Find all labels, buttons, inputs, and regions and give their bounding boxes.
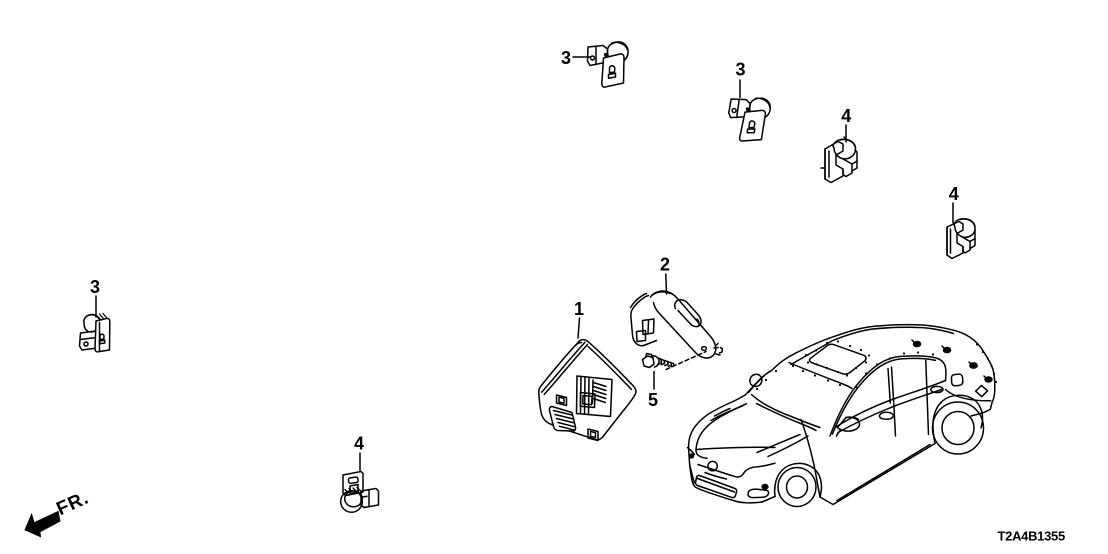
svg-text:FR.: FR. (53, 487, 92, 520)
svg-text:4: 4 (841, 106, 851, 126)
svg-text:4: 4 (949, 184, 959, 204)
svg-text:1: 1 (574, 299, 584, 319)
svg-text:3: 3 (90, 277, 100, 297)
svg-text:T2A4B1355: T2A4B1355 (998, 529, 1065, 544)
svg-text:2: 2 (660, 255, 670, 275)
svg-text:4: 4 (354, 434, 364, 454)
svg-text:3: 3 (736, 60, 746, 80)
svg-text:5: 5 (648, 390, 658, 410)
svg-text:3: 3 (561, 48, 571, 68)
